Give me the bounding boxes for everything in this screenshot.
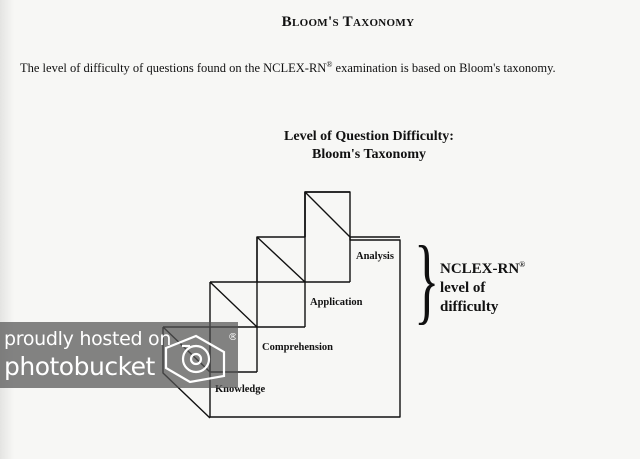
watermark-registered-mark: ® bbox=[228, 332, 236, 343]
step-label-application: Application bbox=[310, 297, 363, 308]
photobucket-logo-icon: ® bbox=[164, 332, 236, 384]
watermark-line2: photobucket bbox=[4, 352, 155, 381]
nclex-registered-mark: ® bbox=[519, 260, 526, 269]
intro-registered-mark: ® bbox=[326, 60, 333, 69]
nclex-label-line1: NCLEX-RN® bbox=[440, 255, 525, 279]
diagram-title-line1: Level of Question Difficulty: bbox=[284, 129, 454, 144]
curly-brace-icon: } bbox=[414, 226, 440, 333]
photobucket-watermark: proudly hosted on photobucket ® bbox=[0, 322, 238, 388]
nclex-label-line2: level of bbox=[440, 280, 486, 296]
step-comprehension-edges bbox=[209, 281, 305, 372]
nclex-label-text: NCLEX-RN bbox=[440, 261, 520, 277]
intro-paragraph: The level of difficulty of questions fou… bbox=[20, 57, 618, 76]
nclex-difficulty-label: NCLEX-RN® level of difficulty bbox=[440, 255, 525, 317]
step-label-analysis: Analysis bbox=[356, 251, 394, 262]
diagram-title-line2: Bloom's Taxonomy bbox=[312, 147, 426, 162]
nclex-label-line3: difficulty bbox=[440, 299, 499, 315]
step-label-comprehension: Comprehension bbox=[262, 342, 333, 353]
watermark-line1: proudly hosted on bbox=[4, 328, 172, 350]
step-application-edges bbox=[256, 236, 350, 327]
step-analysis-edges bbox=[304, 191, 400, 282]
diagram-title: Level of Question Difficulty: Bloom's Ta… bbox=[249, 128, 489, 164]
intro-text-end: examination is based on Bloom's taxonomy… bbox=[332, 61, 556, 76]
intro-text-start: The level of difficulty of questions fou… bbox=[20, 61, 327, 76]
page-heading: Bloom's Taxonomy bbox=[281, 14, 415, 30]
step-label-knowledge: Knowledge bbox=[215, 384, 266, 395]
